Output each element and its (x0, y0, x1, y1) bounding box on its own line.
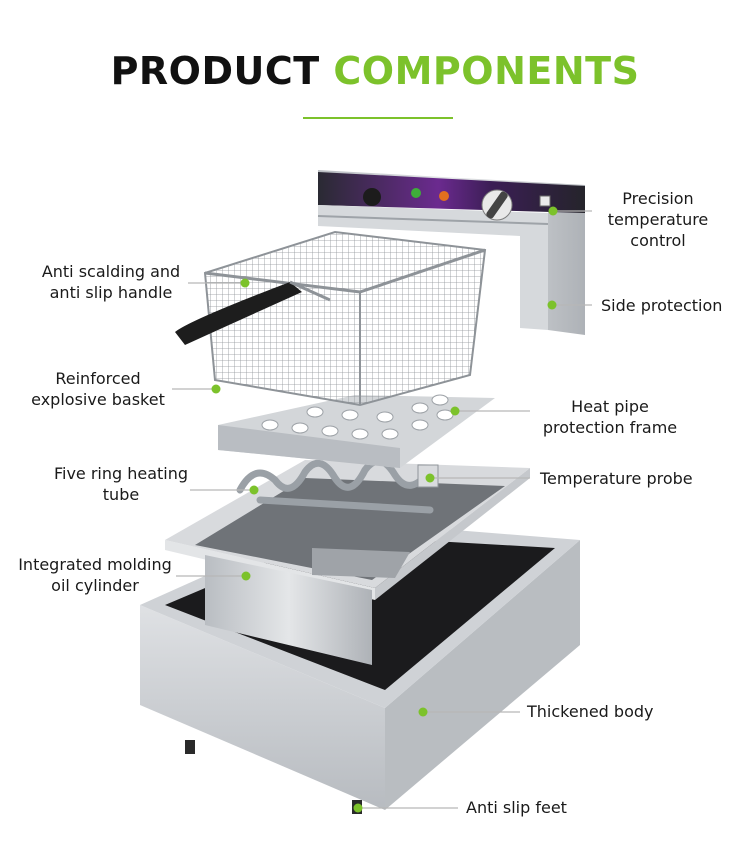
label-line: Reinforced (55, 369, 141, 388)
callout-dots (211, 206, 558, 813)
label-line: Five ring heating (53, 464, 189, 483)
fry-basket (175, 230, 487, 407)
heat-pipe-frame (218, 394, 495, 468)
label-line: explosive basket (31, 390, 165, 409)
indicator-green-icon (411, 188, 421, 198)
label-line: anti slip handle (49, 283, 173, 302)
label-line: Integrated molding (18, 555, 172, 574)
dot-temp-probe (425, 473, 435, 483)
label-line: Thickened body (527, 702, 654, 721)
label-line: control (630, 231, 686, 250)
dot-thickened-body (418, 707, 428, 717)
label-line: temperature (607, 210, 709, 229)
label-line: Side protection (601, 296, 723, 315)
title-word-product: PRODUCT (110, 49, 320, 93)
control-head (317, 170, 585, 335)
label-oil-cylinder: Integrated molding oil cylinder (10, 554, 180, 596)
label-line: protection frame (542, 418, 678, 437)
label-precision-temp-control: Precision temperature control (596, 188, 720, 251)
label-line: Temperature probe (540, 469, 693, 488)
label-line: Precision (622, 189, 694, 208)
label-thickened-body: Thickened body (527, 701, 654, 722)
dot-basket (211, 384, 221, 394)
label-anti-slip-feet: Anti slip feet (466, 797, 567, 818)
dot-handle (240, 278, 250, 288)
dot-anti-slip-feet (353, 803, 363, 813)
dot-precision-temp (548, 206, 558, 216)
label-line: oil cylinder (51, 576, 139, 595)
handle-icon (175, 282, 302, 345)
label-line: tube (102, 485, 140, 504)
label-line: Anti scalding and (41, 262, 181, 281)
dot-oil-cylinder (241, 571, 251, 581)
label-reinforced-basket: Reinforced explosive basket (18, 368, 178, 410)
title-word-components: COMPONENTS (333, 49, 640, 93)
dot-side-protection (547, 300, 557, 310)
dot-heating-tube (249, 485, 259, 495)
label-side-protection: Side protection (601, 295, 722, 316)
label-heat-pipe-frame: Heat pipe protection frame (532, 396, 688, 438)
label-line: Anti slip feet (466, 798, 567, 817)
heating-tube (236, 457, 434, 514)
callout-lines (172, 210, 592, 809)
label-anti-scalding-handle: Anti scalding and anti slip handle (28, 261, 194, 303)
label-five-ring-tube: Five ring heating tube (42, 463, 200, 505)
knob-icon (363, 188, 381, 206)
label-line: Heat pipe (571, 397, 649, 416)
page-title: PRODUCT COMPONENTS (0, 52, 750, 90)
label-temperature-probe: Temperature probe (540, 468, 693, 489)
indicator-orange-icon (439, 191, 449, 201)
dot-heat-pipe (450, 406, 460, 416)
title-underline (303, 117, 453, 119)
